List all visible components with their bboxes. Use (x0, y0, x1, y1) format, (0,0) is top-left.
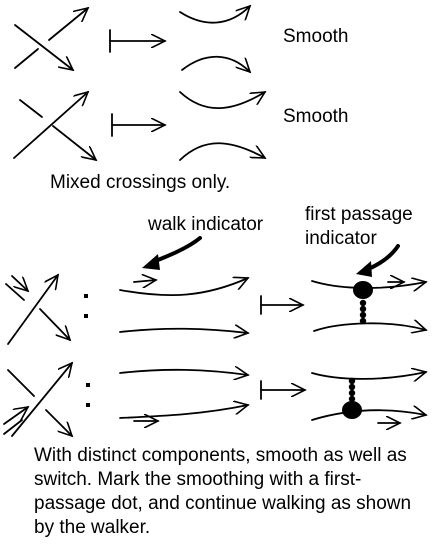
caption: With distinct components, smooth as well… (34, 445, 412, 538)
mixed-crossings-note: Mixed crossings only. (50, 172, 231, 193)
colon-3 (84, 294, 88, 318)
strands-4b (311, 372, 426, 423)
first-passage-label-line1: first passage (305, 204, 413, 225)
first-passage-dot-3 (353, 281, 373, 299)
colon-4 (86, 383, 90, 407)
crossing-3 (5, 275, 70, 345)
smooth-label-1: Smooth (283, 26, 349, 47)
walk-indicator-label: walk indicator (148, 214, 264, 235)
maps-to-arrow-3 (260, 295, 303, 315)
chain-4 (348, 377, 356, 403)
strands-3a (119, 278, 248, 333)
crossing-2 (13, 92, 96, 160)
maps-to-arrow-2 (111, 113, 165, 137)
crossing-1 (14, 8, 88, 70)
walk-arrow-3a (133, 280, 156, 282)
first-passage-label-line2: indicator (305, 228, 377, 249)
walk-indicator-pointer (151, 236, 202, 264)
walk-indicator-pointer-head (142, 254, 160, 270)
crossing-4 (3, 363, 72, 436)
smoothing-2 (179, 92, 265, 161)
smooth-label-2: Smooth (283, 106, 349, 127)
chain-3 (359, 299, 367, 325)
first-passage-dot-4 (342, 401, 362, 419)
maps-to-arrow-4 (260, 380, 305, 400)
strands-4a (119, 370, 248, 421)
maps-to-arrow-1 (109, 29, 165, 53)
smoothing-1 (179, 6, 250, 72)
first-passage-pointer-head (356, 261, 372, 277)
